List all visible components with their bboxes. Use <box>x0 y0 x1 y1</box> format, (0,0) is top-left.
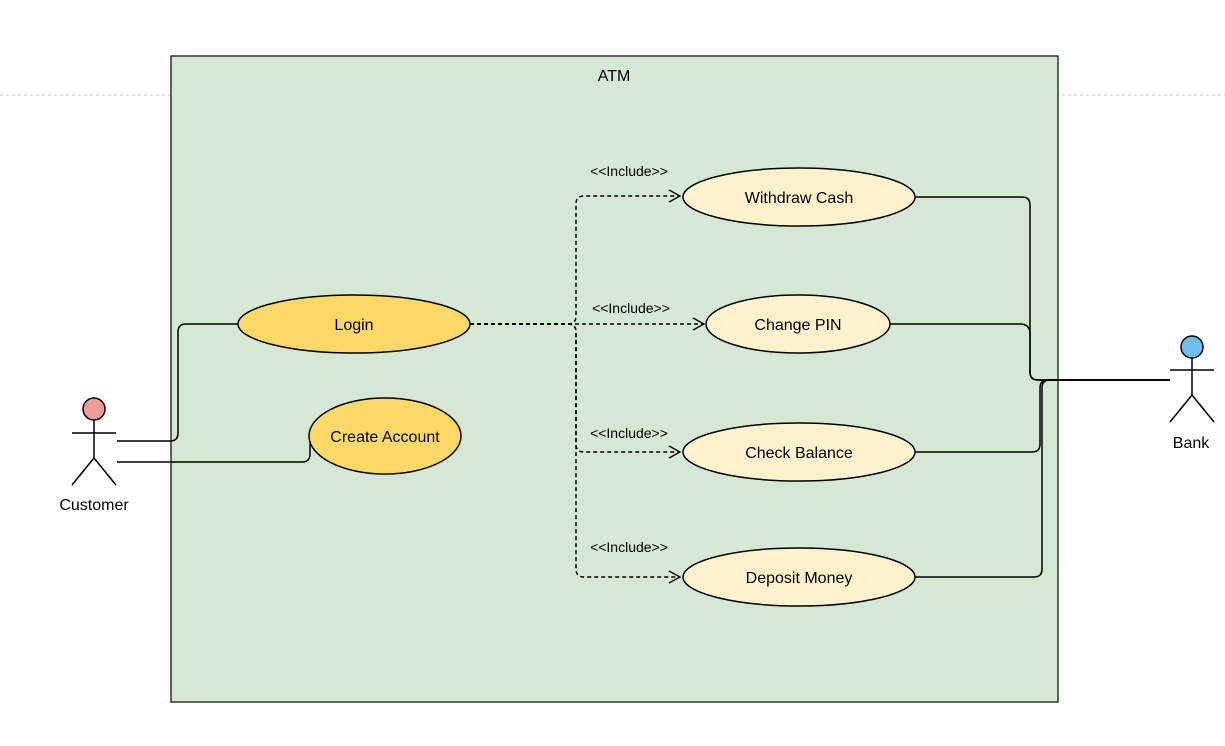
association-customer-create-account[interactable] <box>117 437 311 463</box>
use-case-change-pin[interactable]: Change PIN <box>705 294 891 354</box>
use-case-deposit-money-label: Deposit Money <box>746 570 853 587</box>
use-case-withdraw-cash-label: Withdraw Cash <box>745 190 853 207</box>
use-case-change-pin-shape[interactable] <box>705 294 891 354</box>
system-title: ATM <box>598 68 631 85</box>
use-case-withdraw-cash-shape[interactable] <box>682 167 916 227</box>
actor-customer[interactable]: Customer <box>59 397 129 514</box>
include-label-check-balance: <<Include>> <box>590 425 668 441</box>
actor-bank-head <box>1180 335 1204 359</box>
use-case-check-balance[interactable]: Check Balance <box>682 422 916 482</box>
include-label-withdraw: <<Include>> <box>590 163 668 179</box>
use-case-login[interactable]: Login <box>237 294 471 354</box>
actor-bank-left-leg <box>1169 394 1193 423</box>
use-case-login-label: Login <box>334 317 373 334</box>
use-case-create-account-label: Create Account <box>330 429 440 446</box>
include-label-change-pin: <<Include>> <box>592 300 670 316</box>
actor-customer-left-leg <box>71 457 95 486</box>
association-bank-deposit[interactable] <box>915 379 1170 578</box>
association-bank-change-pin[interactable] <box>890 323 1170 381</box>
use-case-deposit-money-shape[interactable] <box>682 547 916 607</box>
system-boundary[interactable] <box>170 55 1059 703</box>
include-label-deposit: <<Include>> <box>590 539 668 555</box>
actor-bank[interactable]: Bank <box>1169 335 1215 452</box>
use-case-check-balance-label: Check Balance <box>745 445 853 462</box>
actor-customer-label: Customer <box>59 497 129 514</box>
actor-bank-label: Bank <box>1173 435 1210 452</box>
use-case-withdraw-cash[interactable]: Withdraw Cash <box>682 167 916 227</box>
use-case-create-account[interactable]: Create Account <box>308 397 462 475</box>
include-line-login-deposit[interactable] <box>470 323 682 584</box>
use-case-deposit-money[interactable]: Deposit Money <box>682 547 916 607</box>
actor-bank-right-leg <box>1191 394 1215 423</box>
use-case-check-balance-shape[interactable] <box>682 422 916 482</box>
use-case-create-account-shape[interactable] <box>308 397 462 475</box>
use-case-change-pin-label: Change PIN <box>754 317 841 334</box>
actor-customer-head <box>82 397 106 421</box>
association-customer-login[interactable] <box>117 323 238 442</box>
include-line-login-withdraw[interactable] <box>470 189 682 325</box>
actor-customer-right-leg <box>93 457 117 486</box>
use-case-login-shape[interactable] <box>237 294 471 354</box>
